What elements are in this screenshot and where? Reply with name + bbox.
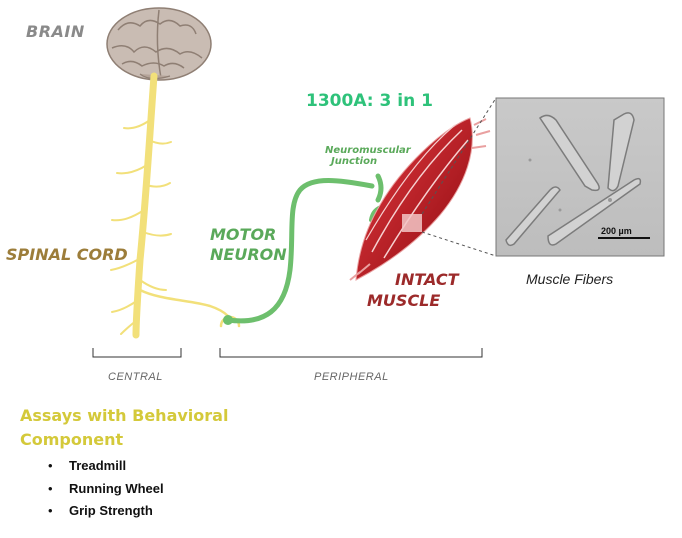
bullet-icon: • — [48, 503, 53, 518]
intact-muscle-illustration — [349, 117, 491, 281]
central-bracket — [92, 348, 182, 358]
motor-neuron-label-line2: NEURON — [210, 245, 287, 264]
bullet-icon: • — [48, 458, 53, 473]
central-label: CENTRAL — [108, 371, 163, 383]
sample-region-box — [402, 214, 422, 232]
assays-title: Assays with Behavioral Component — [20, 406, 229, 449]
intact-muscle-label-line1: INTACT — [395, 270, 459, 289]
spinal-cord — [110, 72, 241, 339]
spinal-cord-label: SPINAL CORD — [6, 245, 128, 264]
assay-item-label: Grip Strength — [69, 503, 153, 518]
assay-item: • Grip Strength — [48, 501, 164, 524]
brain-illustration — [106, 7, 212, 81]
motor-neuron-label-line1: MOTOR — [210, 225, 277, 244]
nmj-label-line1: Neuromuscular — [325, 145, 411, 156]
muscle-fibers-micrograph — [495, 97, 665, 257]
zoom-lines — [421, 97, 497, 257]
product-title: 1300A: 3 in 1 — [306, 91, 433, 111]
assay-item: • Running Wheel — [48, 479, 164, 502]
scale-bar-label: 200 µm — [601, 226, 632, 236]
intact-muscle-label: INTACT MUSCLE — [367, 269, 459, 311]
assay-item: • Treadmill — [48, 456, 164, 479]
muscle-fibers-caption: Muscle Fibers — [526, 271, 614, 287]
assays-list: • Treadmill • Running Wheel • Grip Strength — [48, 456, 164, 524]
bullet-icon: • — [48, 480, 53, 496]
motor-neuron-label: MOTOR NEURON — [210, 225, 287, 265]
peripheral-label: PERIPHERAL — [314, 371, 389, 383]
peripheral-bracket — [219, 348, 483, 358]
brain-label: BRAIN — [26, 22, 85, 41]
nmj-label: Neuromuscular Junction — [325, 145, 411, 167]
assay-item-label: Running Wheel — [69, 480, 164, 496]
assay-item-label: Treadmill — [69, 458, 127, 473]
intact-muscle-label-line2: MUSCLE — [367, 291, 441, 310]
nmj-label-line2: Junction — [331, 156, 378, 167]
